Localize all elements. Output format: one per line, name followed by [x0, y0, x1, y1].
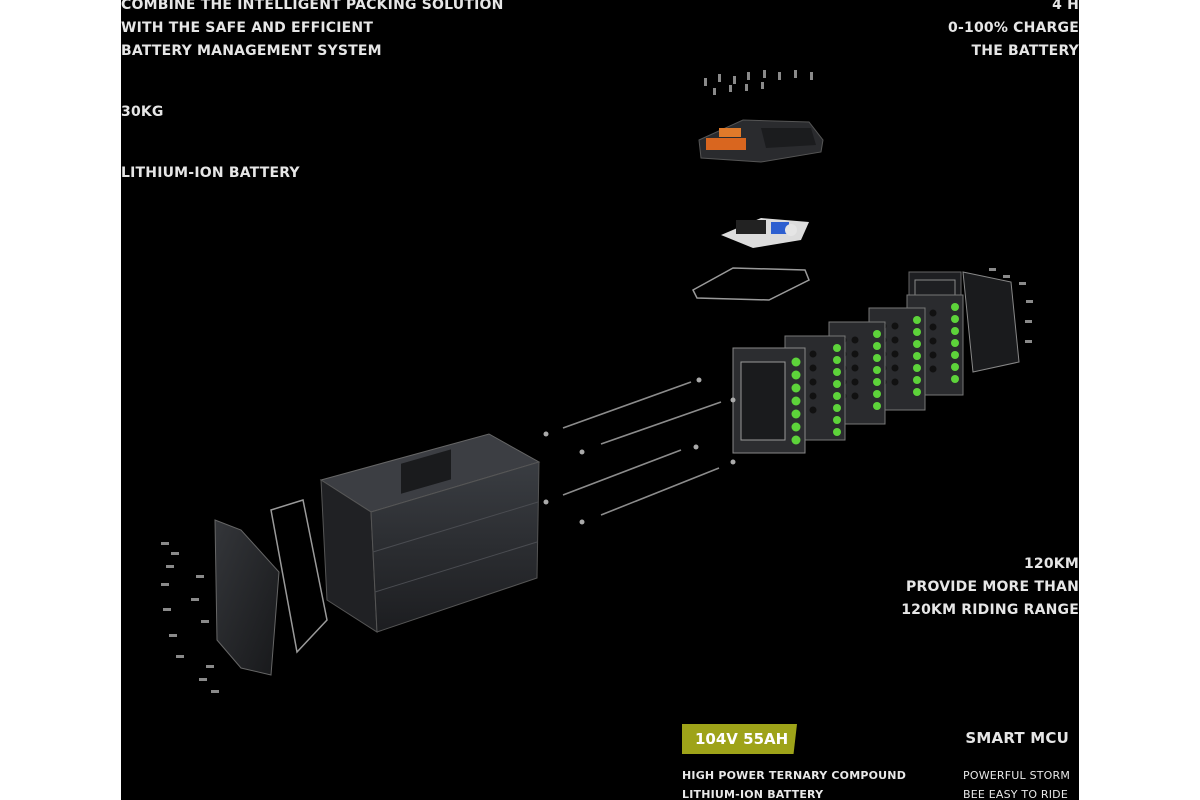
mcu-controller — [698, 119, 824, 163]
rear-screws — [989, 268, 1033, 343]
spec-line-1: HIGH POWER TERNARY COMPOUND — [682, 769, 907, 782]
front-gasket — [270, 499, 328, 654]
mcu-title: SMART MCU — [965, 729, 1069, 747]
mcu-line-2: BEE EASY TO RIDE — [963, 788, 1068, 800]
tie-rods — [562, 381, 722, 516]
spec-line-2: LITHIUM-ION BATTERY — [682, 788, 824, 800]
packing-text-line-3: BATTERY MANAGEMENT SYSTEM — [121, 43, 382, 59]
front-screws — [161, 542, 219, 693]
aluminum-case — [319, 433, 541, 633]
charge-desc-line-1: 0-100% CHARGE — [948, 20, 1079, 36]
range-desc-line-2: 120KM RIDING RANGE — [901, 602, 1079, 618]
top-gasket — [692, 267, 810, 301]
packing-text-line-2: WITH THE SAFE AND EFFICIENT — [121, 20, 374, 36]
rear-plate — [962, 271, 1020, 373]
packing-text-line-1: COMBINE THE INTELLIGENT PACKING SOLUTION — [121, 0, 504, 13]
top-screws — [704, 70, 813, 95]
weight-text: 30KG — [121, 104, 164, 120]
cell-modules — [732, 271, 964, 454]
mcu-line-1: POWERFUL STORM — [963, 769, 1071, 782]
capacity-badge: 104V 55AH — [682, 724, 797, 754]
battery-type-text: LITHIUM-ION BATTERY — [121, 165, 300, 181]
bms-board — [721, 218, 809, 248]
charge-desc-line-2: THE BATTERY — [971, 43, 1079, 59]
battery-showcase: COMBINE THE INTELLIGENT PACKING SOLUTION… — [121, 0, 1079, 800]
charge-time-text: 4 H — [1052, 0, 1079, 13]
exploded-battery-illustration — [161, 70, 1033, 693]
range-text: 120KM — [1023, 556, 1079, 572]
range-desc-line-1: PROVIDE MORE THAN — [906, 579, 1079, 595]
front-plate — [214, 519, 280, 676]
